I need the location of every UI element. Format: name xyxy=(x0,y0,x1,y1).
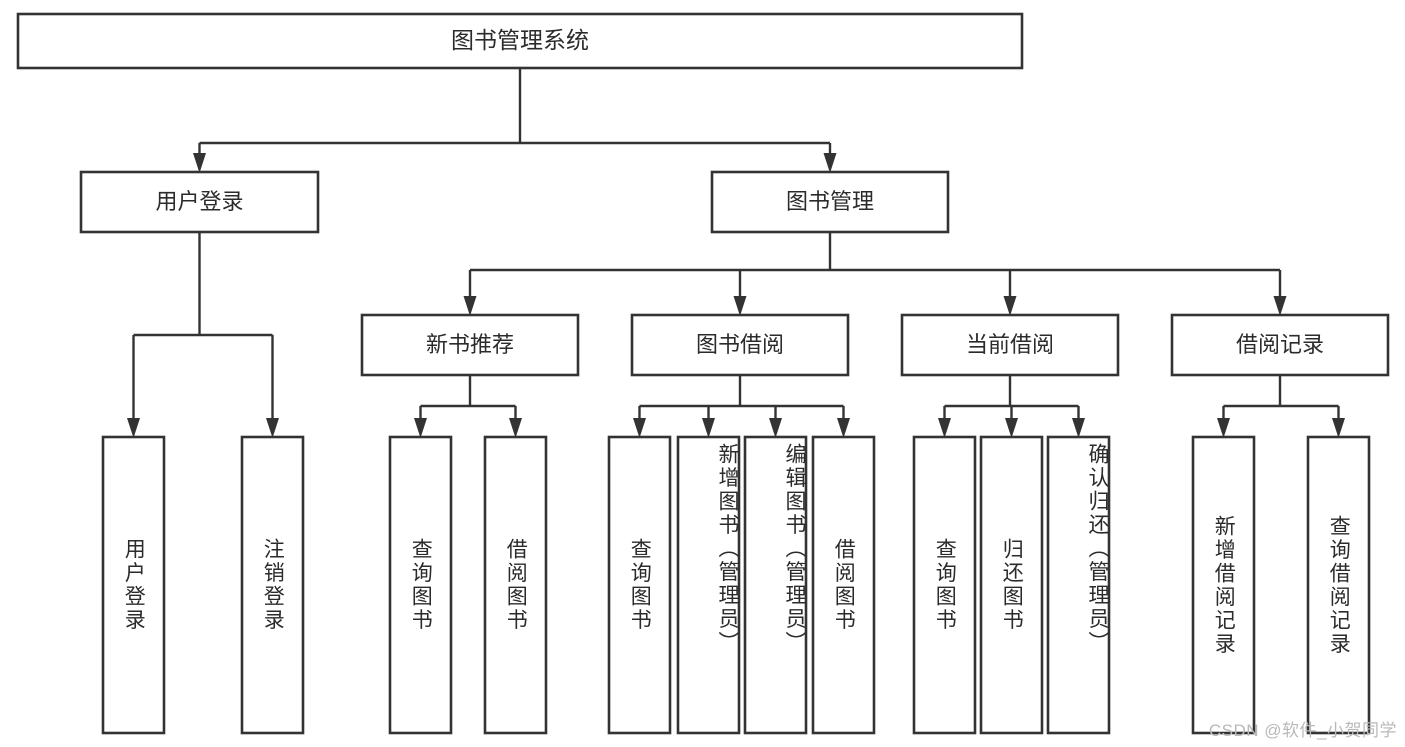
node-book-borrow-label: 图书借阅 xyxy=(696,332,784,357)
node-leaf-user-logout[interactable] xyxy=(240,435,305,735)
node-leaf-add-book-admin[interactable] xyxy=(676,435,741,735)
node-leaf-borrow-book[interactable] xyxy=(811,435,876,735)
conn-userlogin-to-leaves-arrow-leaf-user-logout xyxy=(266,418,279,438)
conn-bookborrow-to-leaves-arrow-leaf-query-book-borrow xyxy=(633,418,646,438)
conn-bookmanage-to-level3-arrow-book-borrow xyxy=(733,296,747,316)
watermark-text: CSDN @软件_小贺同学 xyxy=(1208,721,1397,740)
node-leaf-query-book-borrow[interactable] xyxy=(607,435,672,735)
node-new-book-recommend[interactable] xyxy=(360,313,580,377)
node-leaf-borrow-book-rec[interactable] xyxy=(483,435,548,735)
node-book-borrow[interactable] xyxy=(630,313,850,377)
conn-borrowrecord-to-leaves-arrow-leaf-add-borrow-record xyxy=(1217,418,1230,438)
conn-currentborrow-to-leaves-arrow-leaf-confirm-return-admin xyxy=(1072,418,1085,438)
conn-bookborrow-to-leaves-arrow-leaf-edit-book-admin xyxy=(769,418,782,438)
box-layer xyxy=(16,12,1390,735)
node-leaf-query-book-current[interactable] xyxy=(912,435,977,735)
node-leaf-confirm-return-admin[interactable] xyxy=(1046,435,1111,735)
conn-bookmanage-to-level3-arrow-current-borrow xyxy=(1003,296,1017,316)
node-user-login[interactable] xyxy=(79,170,320,234)
conn-newbook-to-leaves-arrow-leaf-query-book-rec xyxy=(414,418,427,438)
node-borrow-record[interactable] xyxy=(1170,313,1390,377)
conn-newbook-to-leaves-arrow-leaf-borrow-book-rec xyxy=(509,418,522,438)
node-leaf-user-login[interactable] xyxy=(101,435,166,735)
node-leaf-query-borrow-record[interactable] xyxy=(1306,435,1371,735)
node-root-label: 图书管理系统 xyxy=(451,27,589,53)
node-leaf-query-book-rec[interactable] xyxy=(388,435,453,735)
conn-userlogin-to-leaves-arrow-leaf-user-login xyxy=(127,418,140,438)
node-root[interactable] xyxy=(16,12,1024,70)
node-new-book-recommend-label: 新书推荐 xyxy=(426,332,514,357)
conn-bookmanage-to-level3-arrow-new-book-recommend xyxy=(463,296,477,316)
conn-currentborrow-to-leaves-arrow-leaf-query-book-current xyxy=(938,418,951,438)
conn-bookmanage-to-level3-arrow-borrow-record xyxy=(1273,296,1287,316)
node-current-borrow[interactable] xyxy=(900,313,1120,377)
conn-root-to-level2-arrow-user-login xyxy=(193,153,206,173)
node-book-manage[interactable] xyxy=(710,170,950,234)
node-current-borrow-label: 当前借阅 xyxy=(966,332,1054,357)
conn-bookborrow-to-leaves-arrow-leaf-borrow-book xyxy=(837,418,850,438)
node-leaf-add-borrow-record[interactable] xyxy=(1191,435,1256,735)
connector-layer xyxy=(127,68,1345,438)
node-leaf-edit-book-admin[interactable] xyxy=(743,435,808,735)
conn-borrowrecord-to-leaves-arrow-leaf-query-borrow-record xyxy=(1332,418,1345,438)
conn-root-to-level2-arrow-book-manage xyxy=(823,153,837,173)
node-leaf-return-book[interactable] xyxy=(979,435,1044,735)
conn-currentborrow-to-leaves-arrow-leaf-return-book xyxy=(1005,418,1018,438)
conn-bookborrow-to-leaves-arrow-leaf-add-book-admin xyxy=(702,418,715,438)
node-book-manage-label: 图书管理 xyxy=(786,189,874,214)
node-borrow-record-label: 借阅记录 xyxy=(1236,332,1324,357)
node-user-login-label: 用户登录 xyxy=(155,189,243,214)
